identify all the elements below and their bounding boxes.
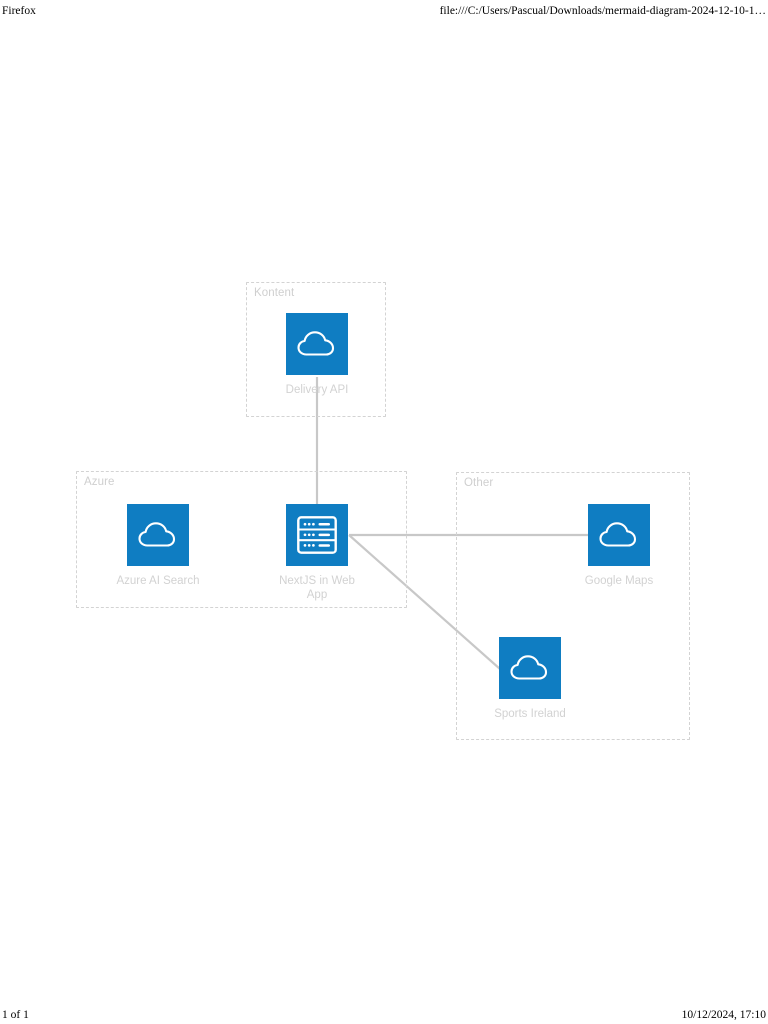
print-footer: 1 of 1 10/12/2024, 17:10 [0,1006,768,1024]
node-sports-ireland[interactable]: Sports Ireland [494,637,566,721]
print-header: Firefox file:///C:/Users/Pascual/Downloa… [0,2,768,20]
server-icon [297,516,337,554]
page-url: file:///C:/Users/Pascual/Downloads/merma… [439,5,766,17]
node-google-maps-label: Google Maps [584,575,654,587]
node-azure-ai-search-label: Azure AI Search [116,575,200,587]
node-nextjs-web-app[interactable]: NextJS in Web App [279,504,355,602]
node-sports-ireland-label: Sports Ireland [494,708,566,720]
cluster-other: Other [456,472,690,740]
browser-app-name: Firefox [2,5,36,17]
node-azure-ai-search[interactable]: Azure AI Search [116,504,200,588]
cluster-azure-title: Azure [84,476,115,488]
node-delivery-api-box[interactable] [286,313,348,375]
cloud-icon [138,522,176,547]
page-indicator: 1 of 1 [2,1009,29,1021]
node-nextjs-web-app-box[interactable] [286,504,348,566]
node-google-maps[interactable]: Google Maps [585,504,653,588]
node-google-maps-box[interactable] [588,504,650,566]
cloud-icon [599,522,637,547]
cloud-icon [297,331,335,356]
cluster-other-title: Other [464,477,494,489]
cluster-azure: Azure [76,471,407,608]
print-timestamp: 10/12/2024, 17:10 [681,1009,766,1021]
cluster-kontent-title: Kontent [254,287,295,299]
node-azure-ai-search-box[interactable] [127,504,189,566]
node-sports-ireland-box[interactable] [499,637,561,699]
node-delivery-api-label: Delivery API [285,384,349,396]
node-nextjs-web-app-label: NextJS in Web App [279,575,355,601]
cluster-kontent: Kontent [246,282,386,417]
node-delivery-api[interactable]: Delivery API [286,313,348,397]
cloud-icon [510,655,548,680]
